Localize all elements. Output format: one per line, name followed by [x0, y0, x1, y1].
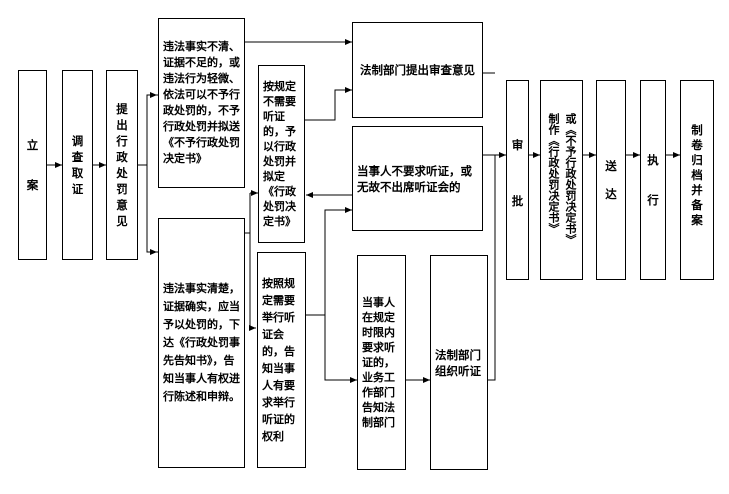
li-an-label: 立案 — [26, 138, 39, 192]
zhixing-label: 执行 — [647, 153, 659, 207]
line-buxuyao-to-fazhi — [305, 87, 352, 121]
xuyao-box: 按照规定需要举行听证会的，告知当事人有要求举行听证的权利 — [257, 252, 306, 468]
weifa-qingchu-box: 违法事实清楚，证据确实，应当予以处罚的，下达《行政处罚事先告知书》，告知当事人有… — [158, 218, 245, 468]
fazhi-shencha-text: 法制部门提出审查意见 — [360, 63, 475, 77]
yaoqiu-text: 当事人在规定时限内要求听证的，业务工作部门告知法制部门 — [362, 296, 395, 429]
branch-tichu — [138, 94, 158, 166]
zhixing-box: 执行 — [640, 80, 666, 280]
shenpi-a-label: 审 — [511, 138, 524, 152]
branch-tichu-lower — [146, 165, 158, 253]
diaocha-label: 调查取证 — [71, 134, 84, 196]
weifa-buqing-box: 违法事实不清、证据不足的，或违法行为轻微、依法可以不予行政处罚的，不予行政处罚并… — [158, 18, 245, 188]
tichu-box: 提出行政处罚意见 — [106, 70, 138, 260]
zuzhi-box: 法制部门组织听证 — [430, 255, 488, 470]
songda-box: 送达 — [596, 80, 626, 280]
buxuyao-box: 按规定不需要听证的，予以行政处罚并拟定《行政处罚决定书》 — [258, 65, 305, 243]
diaocha-box: 调查取证 — [62, 70, 93, 260]
fazhi-shencha-box: 法制部门提出审查意见 — [352, 22, 483, 118]
tichu-label: 提出行政处罚意见 — [116, 102, 128, 228]
branch-xuyao-2 — [324, 315, 357, 383]
guidang-box: 制卷归档并备案 — [680, 80, 714, 280]
shenpi-box: 审 批 — [506, 80, 529, 280]
line-zuzhi-to-shenpi — [488, 155, 496, 381]
li-an-box: 立案 — [18, 70, 47, 260]
bu-yaoqiu-text: 当事人不要求听证，或无故不出席听证会的 — [357, 163, 472, 194]
bu-yaoqiu-box: 当事人不要求听证，或无故不出席听证会的 — [352, 126, 483, 231]
zuzhi-text: 法制部门组织听证 — [435, 347, 481, 378]
buxuyao-text: 按规定不需要听证的，予以行政处罚并拟定《行政处罚决定书》 — [263, 80, 296, 228]
xuyao-text: 按照规定需要举行听证会的，告知当事人有要求举行听证的权利 — [262, 277, 295, 443]
songda-label: 送达 — [605, 159, 617, 201]
guidang-label: 制卷归档并备案 — [691, 123, 703, 227]
shenpi-b-label: 批 — [511, 194, 524, 208]
weifa-buqing-text: 违法事实不清、证据不足的，或违法行为轻微、依法可以不予行政处罚的，不予行政处罚并… — [163, 40, 240, 165]
weifa-qingchu-text: 违法事实清楚，证据确实，应当予以处罚的，下达《行政处罚事先告知书》，告知当事人有… — [163, 282, 240, 403]
zhizuo-line-2: 或《不予行政处罚决定书》 — [564, 113, 577, 245]
branch-xuyao — [306, 207, 352, 316]
yaoqiu-box: 当事人在规定时限内要求听证的，业务工作部门告知法制部门 — [357, 255, 406, 470]
branch-lower — [245, 193, 251, 234]
zhizuo-box: 或《不予行政处罚决定书》 制作《行政处罚决定书》 — [540, 80, 583, 280]
zhizuo-line-1: 制作《行政处罚决定书》 — [547, 113, 560, 234]
